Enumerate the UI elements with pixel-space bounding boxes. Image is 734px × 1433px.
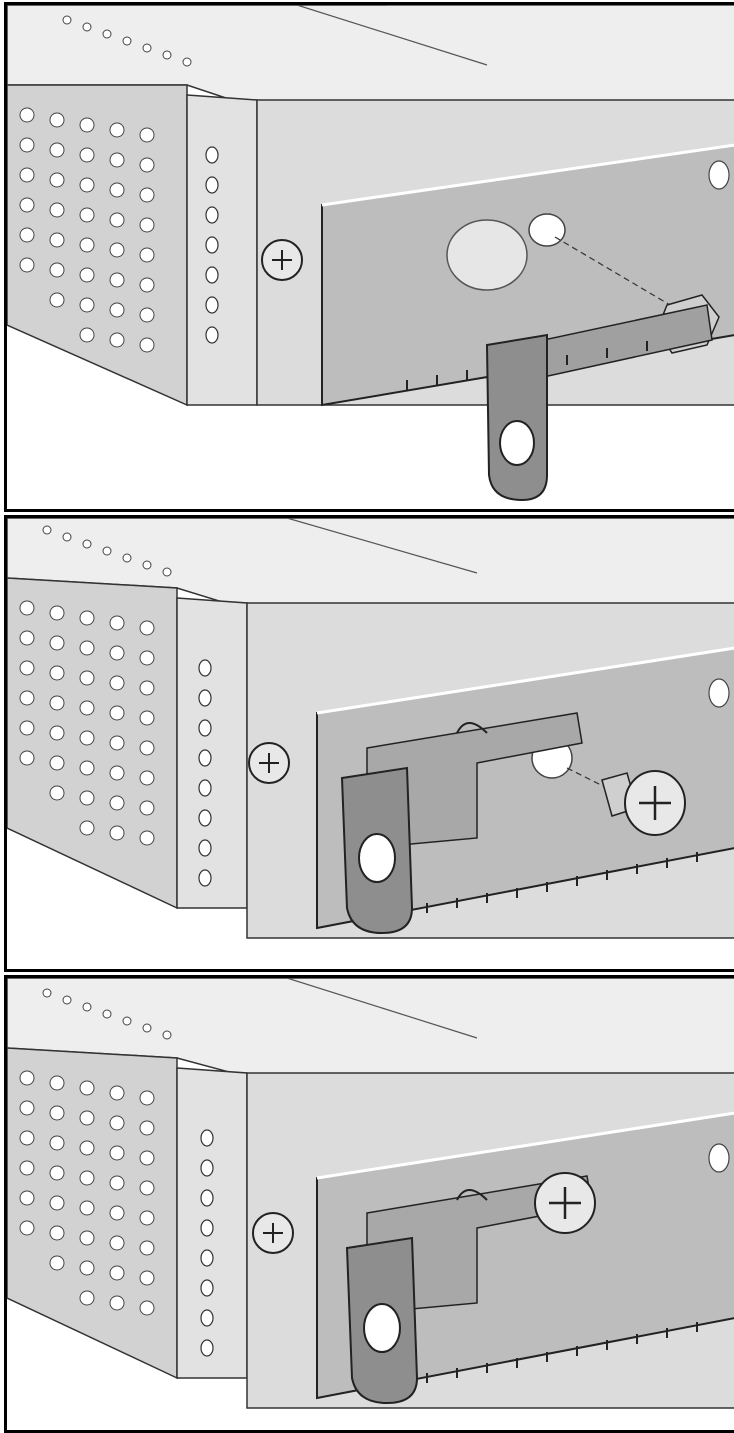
step-1-illustration [7, 5, 734, 502]
rail-upper-hole [708, 160, 730, 190]
rail-top-lip [316, 646, 734, 715]
rail-top-lip [321, 143, 734, 207]
keyhole-slot [446, 219, 528, 291]
vent-hole-icon [19, 1070, 155, 1316]
top-vent-row [42, 525, 172, 577]
rack-ear-bracket-icon [485, 333, 548, 502]
rail-screw-hole [528, 213, 566, 247]
bracket-ear-hole [358, 833, 396, 883]
front-post [186, 94, 258, 406]
rail-upper-hole [708, 678, 730, 708]
vent-hole-icon [19, 600, 155, 846]
vent-hole-icon [19, 107, 155, 353]
side-grille-panel [7, 84, 188, 407]
post-hole-column [200, 1129, 214, 1357]
post-hole-column [198, 659, 212, 887]
step-3-panel [4, 975, 734, 1433]
rail-teeth [426, 852, 698, 913]
bracket-hook [456, 722, 488, 734]
top-vent-row [62, 15, 192, 67]
rail-teeth [426, 1322, 698, 1383]
step-2-illustration [7, 518, 734, 939]
step-2-panel [4, 515, 734, 972]
step-1-panel [4, 2, 734, 512]
top-vent-row [42, 988, 172, 1040]
bracket-ear-hole [499, 420, 535, 466]
step-3-illustration [7, 978, 734, 1409]
rail-teeth [406, 341, 648, 390]
front-post [176, 597, 248, 909]
rail-upper-hole [708, 1143, 730, 1173]
post-hole-column [205, 146, 219, 344]
bracket-hook [456, 1189, 488, 1201]
lid-seam-line [286, 978, 478, 1039]
alignment-line [554, 236, 688, 316]
alignment-line [566, 767, 608, 789]
rail-top-lip [316, 1111, 734, 1180]
lid-seam-line [296, 5, 488, 66]
bracket-ear-hole [363, 1303, 401, 1353]
lid-seam-line [286, 518, 478, 574]
